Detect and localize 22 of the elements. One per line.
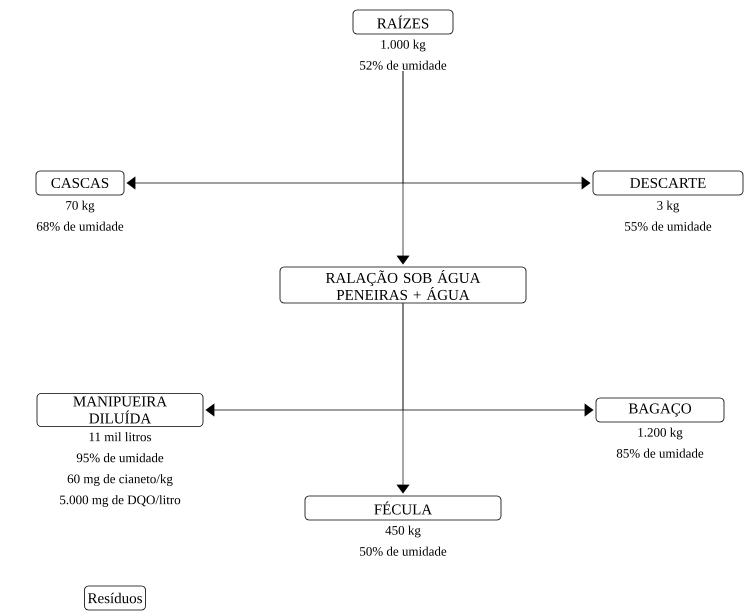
node-caption: 3 kg (657, 200, 680, 212)
process-box: FÉCULA (304, 496, 502, 520)
node-caption: 70 kg (66, 200, 94, 212)
node-caption: 95% de umidade (76, 453, 164, 462)
node-caption: 5.000 mg de DQO/litro (60, 495, 180, 507)
node-caption: 85% de umidade (616, 448, 704, 458)
node-caption: 450 kg (385, 526, 421, 538)
process-box: CASCAS (36, 170, 124, 196)
process-box: RAÍZES (352, 10, 454, 34)
node-caption: 11 mil litros (90, 432, 152, 442)
process-box: MANIPUEIRA DILUÍDA (36, 393, 204, 427)
node-caption: 60 mg de cianeto/kg (68, 474, 173, 486)
node-caption: 1.200 kg (638, 428, 682, 440)
process-box: BAGAÇO (596, 398, 724, 422)
node-caption: 1.000 kg (381, 40, 426, 52)
node-caption: 52% de umidade (360, 60, 446, 70)
node-caption: 68% de umidade (36, 222, 124, 231)
process-box: Resíduos (84, 586, 146, 610)
node-caption: 55% de umidade (625, 222, 712, 231)
node-caption: 50% de umidade (360, 546, 446, 556)
process-box: RALAÇÃO SOB ÁGUA PENEIRAS + ÁGUA (280, 266, 526, 304)
process-box: DESCARTE (592, 170, 744, 196)
